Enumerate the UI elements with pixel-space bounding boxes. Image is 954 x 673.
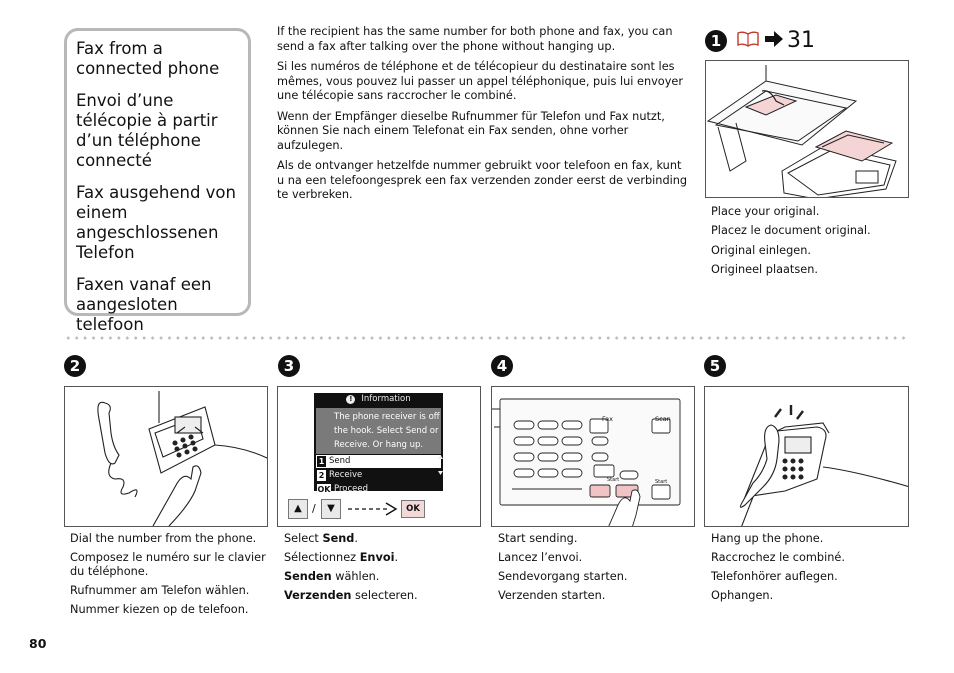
caption-nl: Nummer kiezen op de telefoon.: [70, 603, 249, 616]
option-label: Proceed: [334, 484, 369, 494]
page-number: 80: [29, 636, 47, 651]
title-nl: Faxen vanaf een aangesloten telefoon: [76, 275, 212, 334]
caption-fr: Sélectionnez Envoi.: [284, 551, 399, 564]
section-title-box: Fax from a connected phone Envoi d’une t…: [64, 28, 251, 334]
caption-fr: Lancez l’envoi.: [498, 551, 583, 564]
caption-en: Hang up the phone.: [711, 532, 824, 545]
up-arrow-button[interactable]: ▲: [288, 499, 308, 519]
caption-de: Rufnummer am Telefon wählen.: [70, 584, 250, 597]
intro-nl: Als de ontvanger hetzelfde nummer gebrui…: [277, 159, 688, 201]
step5-illustration: [704, 386, 909, 527]
lcd-header-label: Information: [361, 394, 411, 404]
arrow-right-icon: [765, 31, 783, 51]
step1-number: 1: [705, 30, 727, 52]
step2-captions: Dial the number from the phone. Composez…: [70, 532, 266, 622]
step4-illustration: Fax Scan Start Start: [491, 386, 695, 527]
caption-nl: Verzenden selecteren.: [284, 589, 418, 602]
step1-captions: Place your original. Placez le document …: [711, 205, 911, 282]
caption-en: Place your original.: [711, 205, 820, 218]
start-label: Start: [655, 479, 668, 485]
dashed-arrow-icon: [348, 502, 398, 516]
option-key: OK: [317, 484, 331, 495]
step3-number: 3: [278, 355, 300, 377]
option-key: 1: [317, 456, 326, 467]
title-en: Fax from a connected phone: [76, 39, 220, 78]
caption-nl: Origineel plaatsen.: [711, 262, 818, 276]
step3-captions: Select Send. Sélectionnez Envoi. Senden …: [284, 532, 480, 608]
caption-en: Select Send.: [284, 532, 358, 545]
option-label: Send: [329, 456, 351, 466]
fax-label: Fax: [602, 415, 613, 423]
caption-en: Start sending.: [498, 532, 578, 545]
step4-number: 4: [491, 355, 513, 377]
step2-number: 2: [64, 355, 86, 377]
intro-text: If the recipient has the same number for…: [277, 25, 691, 209]
caption-fr: Placez le document original.: [711, 224, 871, 238]
option-label: Receive: [329, 470, 363, 480]
page-reference[interactable]: 31: [787, 28, 815, 53]
scan-label: Scan: [655, 415, 671, 423]
title-de: Fax ausgehend von einem angeschlossenen …: [76, 183, 236, 262]
info-icon: !: [346, 395, 356, 404]
step1-illustration: [705, 60, 909, 198]
step1-header: 1 31: [705, 29, 815, 53]
start-small-label: Start: [607, 477, 620, 483]
step2-illustration: [64, 386, 268, 527]
down-arrow-button[interactable]: ▼: [321, 499, 341, 519]
intro-de: Wenn der Empfänger dieselbe Rufnummer fü…: [277, 109, 665, 152]
intro-en: If the recipient has the same number for…: [277, 25, 673, 53]
lcd-header: ! Information: [314, 393, 443, 406]
option-key: 2: [317, 470, 326, 481]
caption-fr: Composez le numéro sur le clavier du tél…: [70, 551, 266, 578]
ok-button[interactable]: OK: [401, 500, 425, 518]
caption-fr: Raccrochez le combiné.: [711, 551, 845, 564]
title-fr: Envoi d’une télécopie à partir d’un télé…: [76, 91, 218, 170]
book-icon: [737, 31, 759, 51]
scrollbar-icon: [438, 455, 443, 475]
lcd-message: The phone receiver is off the hook. Sele…: [316, 408, 441, 454]
intro-fr: Si les numéros de téléphone et de téléco…: [277, 60, 683, 102]
caption-de: Senden wählen.: [284, 570, 380, 583]
key-separator: /: [312, 502, 316, 515]
step4-captions: Start sending. Lancez l’envoi. Sendevorg…: [498, 532, 694, 608]
lcd-message-line: Receive. Or hang up.: [334, 440, 424, 450]
caption-de: Telefonhörer auflegen.: [711, 570, 838, 583]
caption-de: Sendevorgang starten.: [498, 570, 628, 583]
caption-nl: Ophangen.: [711, 589, 774, 602]
caption-en: Dial the number from the phone.: [70, 532, 257, 545]
caption-nl: Verzenden starten.: [498, 589, 606, 602]
step5-captions: Hang up the phone. Raccrochez le combiné…: [711, 532, 907, 608]
lcd-message-line: The phone receiver is off: [334, 412, 440, 422]
lcd-message-line: the hook. Select Send or: [334, 426, 439, 436]
lcd-screen: ! Information The phone receiver is off t…: [314, 393, 443, 495]
step5-number: 5: [704, 355, 726, 377]
caption-de: Original einlegen.: [711, 243, 812, 257]
dotted-divider: [64, 336, 909, 340]
